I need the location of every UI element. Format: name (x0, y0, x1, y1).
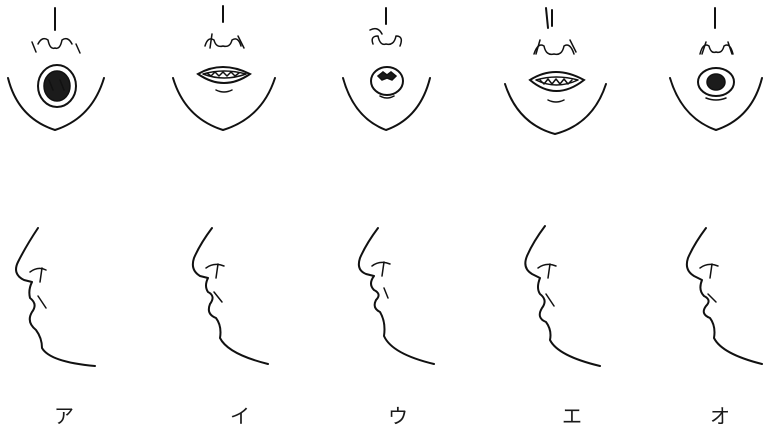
nostril-mark (40, 268, 42, 282)
profile-outline (525, 226, 600, 366)
profile-o (687, 228, 762, 364)
profile-outline (16, 228, 95, 366)
nose (372, 36, 401, 46)
nose-mark-left (32, 42, 36, 52)
vowel-label-o: オ (700, 404, 740, 428)
nostril-line (538, 264, 556, 268)
nostril-mark (382, 262, 384, 276)
vowel-label-i: イ (220, 404, 260, 428)
lip-mark (38, 296, 46, 308)
jaw-line (173, 78, 275, 130)
vowel-label-a: ア (44, 404, 84, 428)
vowel-label-u: ウ (378, 404, 418, 428)
profile-i (193, 228, 268, 364)
lower-lip-line (380, 96, 394, 98)
nostril-mark (548, 264, 550, 278)
profile-outline (193, 228, 268, 364)
nostril-line (30, 268, 46, 272)
nose (534, 45, 574, 54)
nostril-mark (710, 264, 712, 278)
nose-bridge-line (546, 8, 552, 28)
mouth-cavity (707, 74, 725, 90)
nostril-line (700, 264, 718, 268)
lip-mark (214, 292, 222, 302)
lower-lip-line (706, 98, 726, 100)
nose-mark-left (210, 34, 212, 48)
lower-lip-line (548, 100, 564, 102)
nostril-line (206, 264, 224, 268)
profile-outline (359, 228, 434, 364)
vowel-label-e: エ (552, 404, 592, 428)
front-face-a (8, 8, 104, 130)
mouth-cavity (44, 71, 70, 101)
lip-mark (546, 294, 554, 306)
profile-e (525, 226, 600, 366)
nose (38, 39, 72, 49)
profile-u (359, 228, 434, 364)
lip-mark (384, 288, 388, 298)
front-face-e (505, 8, 606, 134)
front-face-o (670, 8, 762, 130)
nose-mark-right (76, 44, 80, 53)
profile-outline (687, 228, 762, 364)
nose-curl-left (370, 29, 382, 34)
nostril-mark (216, 264, 218, 278)
profile-a (16, 228, 95, 366)
nostril-line (372, 262, 390, 266)
front-face-i (173, 6, 275, 130)
front-face-u (343, 8, 430, 130)
lower-lip-line (216, 90, 232, 92)
mouth-outer (371, 67, 403, 95)
